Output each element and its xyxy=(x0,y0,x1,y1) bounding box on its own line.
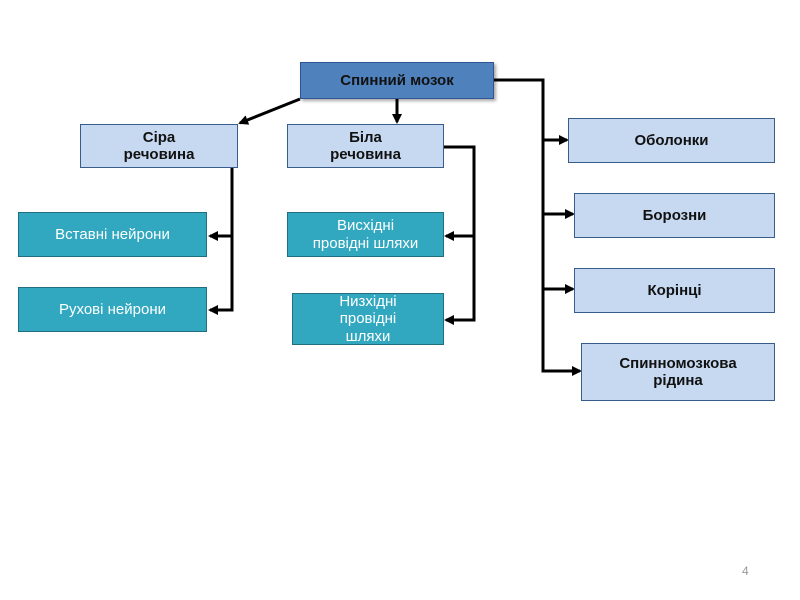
node-grooves-label: Борозни xyxy=(642,206,707,224)
page-number: 4 xyxy=(742,564,749,578)
bus-grey-matter xyxy=(208,168,234,315)
node-grooves: Борозни xyxy=(574,193,775,238)
bus-white-matter xyxy=(444,145,476,325)
node-motor-neurons-label: Рухові нейрони xyxy=(59,300,166,318)
node-descending-tracts-label: Низхідні провідні шляхи xyxy=(339,293,397,345)
node-spinal-cord-label: Спинний мозок xyxy=(340,71,454,89)
node-membranes-label: Оболонки xyxy=(634,131,709,149)
node-roots: Корінці xyxy=(574,268,775,313)
node-grey-matter: Сіра речовина xyxy=(80,124,238,168)
arrow-root-to-grey-matter xyxy=(238,97,301,125)
node-motor-neurons: Рухові нейрони xyxy=(18,287,207,332)
node-csf: Спинномозкова рідина xyxy=(581,343,775,401)
node-white-matter: Біла речовина xyxy=(287,124,444,168)
node-ascending-tracts-label: Висхідні провідні шляхи xyxy=(312,217,419,252)
arrow-to-csf xyxy=(541,362,582,376)
node-white-matter-label: Біла речовина xyxy=(330,128,401,163)
node-grey-matter-label: Сіра речовина xyxy=(123,128,195,163)
bus-right xyxy=(494,78,545,362)
node-ascending-tracts: Висхідні провідні шляхи xyxy=(287,212,444,257)
node-interneurons: Вставні нейрони xyxy=(18,212,207,257)
node-membranes: Оболонки xyxy=(568,118,775,163)
node-roots-label: Корінці xyxy=(647,281,702,299)
node-spinal-cord: Спинний мозок xyxy=(300,62,494,99)
node-interneurons-label: Вставні нейрони xyxy=(55,225,170,243)
node-descending-tracts: Низхідні провідні шляхи xyxy=(292,293,444,345)
node-csf-label: Спинномозкова рідина xyxy=(619,354,737,389)
